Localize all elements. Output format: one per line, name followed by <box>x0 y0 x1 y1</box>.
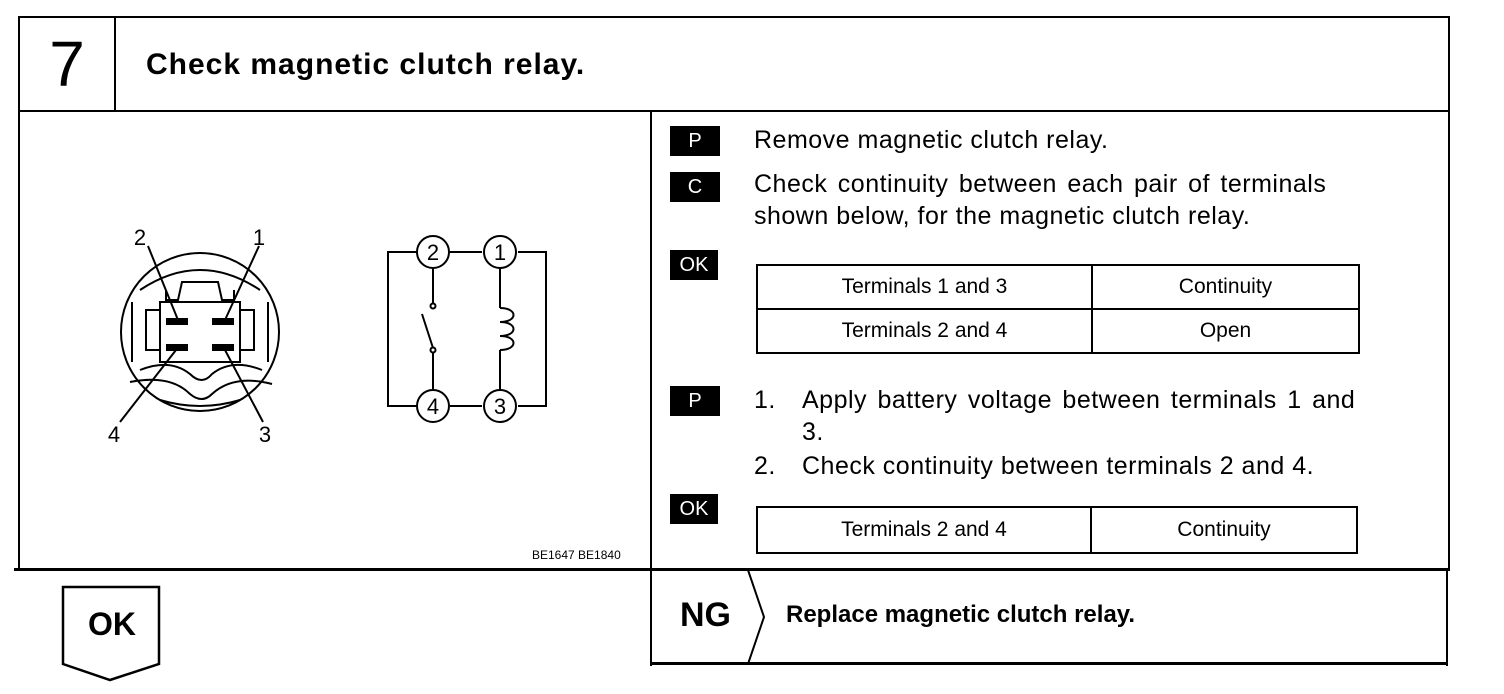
ng-action: Replace magnetic clutch relay. <box>786 601 1136 628</box>
ng-arrow-separator <box>747 570 766 664</box>
continuity-table: Terminals 1 and 3 Continuity Terminals 2… <box>756 264 1360 354</box>
instruction-apply-voltage-line2: 3. <box>802 418 824 446</box>
leader-lines <box>119 245 264 423</box>
table-row: Terminals 2 and 4 Open <box>756 308 1360 354</box>
step-number-2: 2. <box>754 452 776 480</box>
instruction-check-continuity-line2: shown below, for the magnetic clutch rel… <box>754 202 1251 230</box>
connector-label-1: 1 <box>253 225 265 250</box>
frame-top <box>18 16 1450 18</box>
table-row: Terminals 1 and 3 Continuity <box>756 264 1360 310</box>
ok-result-arrow <box>61 585 161 682</box>
procedure-badge-2: P <box>670 386 720 416</box>
ng-box-bottom <box>650 662 1448 665</box>
ok-badge-2: OK <box>670 494 718 524</box>
ok-result-label: OK <box>88 606 136 642</box>
figure-code: BE1647 BE1840 <box>532 548 621 562</box>
relay-circuit-schematic <box>387 251 547 407</box>
terminal-pins <box>166 318 234 351</box>
table-cell: Terminals 1 and 3 <box>756 264 1093 310</box>
relay-connector-drawing <box>120 252 280 412</box>
connector-label-2: 2 <box>134 225 146 250</box>
table-cell: Continuity <box>1091 264 1360 310</box>
ng-label: NG <box>680 596 731 634</box>
frame-left <box>18 16 20 570</box>
check-badge: C <box>670 172 720 202</box>
table-cell: Continuity <box>1090 506 1358 554</box>
circuit-terminal-4: 4 <box>427 394 439 419</box>
continuity-table-2: Terminals 2 and 4 Continuity <box>756 506 1358 554</box>
procedure-badge: P <box>670 126 720 156</box>
circuit-terminal-3: 3 <box>494 394 506 419</box>
frame-bottom <box>14 568 1450 571</box>
instruction-apply-voltage-line1: Apply battery voltage between terminals … <box>802 386 1356 414</box>
instruction-check-continuity-line1: Check continuity between each pair of te… <box>754 170 1327 198</box>
step-number-1: 1. <box>754 386 776 414</box>
circuit-terminal-2: 2 <box>427 240 439 265</box>
ng-box-right <box>1446 568 1448 666</box>
header-divider <box>18 110 1450 112</box>
table-cell: Terminals 2 and 4 <box>756 506 1092 554</box>
step-number: 7 <box>49 28 85 100</box>
circuit-terminal-1: 1 <box>494 240 506 265</box>
connector-label-3: 3 <box>259 422 271 447</box>
instruction-remove-relay: Remove magnetic clutch relay. <box>754 126 1109 154</box>
step-title: Check magnetic clutch relay. <box>146 48 586 81</box>
terminal-circles <box>416 235 517 423</box>
column-divider <box>650 110 652 666</box>
ok-badge: OK <box>670 250 718 280</box>
step-number-divider <box>114 16 116 112</box>
relay-figure: 2 1 4 3 2 1 4 3 <box>108 225 547 447</box>
connector-label-4: 4 <box>108 422 120 447</box>
frame-right <box>1448 16 1450 570</box>
table-cell: Terminals 2 and 4 <box>756 308 1093 354</box>
table-row: Terminals 2 and 4 Continuity <box>756 506 1358 554</box>
table-cell: Open <box>1091 308 1360 354</box>
instruction-check-terminals: Check continuity between terminals 2 and… <box>802 452 1315 480</box>
